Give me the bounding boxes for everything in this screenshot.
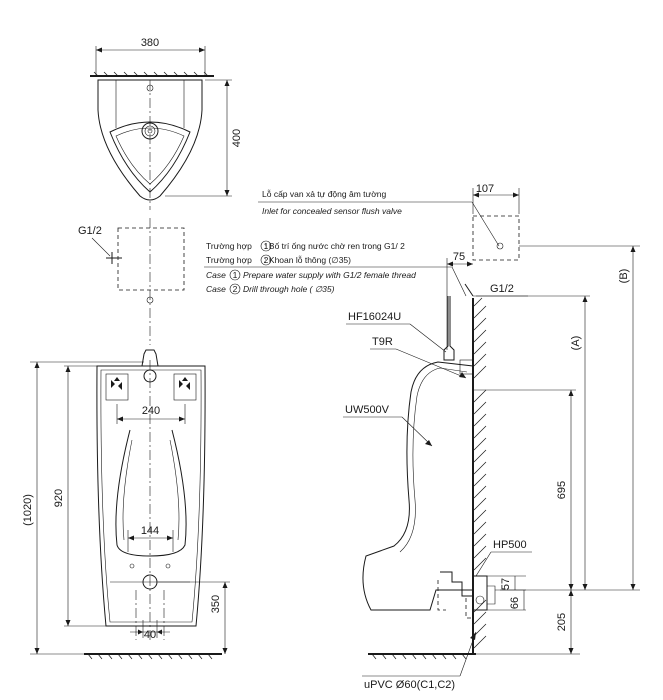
dim-57: 57 [500,578,512,590]
dim-400: 400 [231,129,243,147]
top-view-wall-hatch [93,71,209,77]
dim-144: 144 [141,525,159,537]
dim-695: 695 [556,481,568,499]
valve-pipe [443,296,455,361]
leader-uw500v [401,416,433,447]
dim-920: 920 [53,489,65,507]
note-inlet-leader [471,201,500,247]
note-case2-vi: Trường hợp : Khoan lỗ thông (∅35) [206,255,351,265]
note-case-leader [451,266,467,297]
pipe-label-upvc: uPVC Ø60(C1,C2) [364,679,455,691]
leader-hf16024u [409,323,447,353]
note-case2-en: Case : Drill through hole ( ∅35) [206,284,335,294]
case2-en-number: 2 [233,284,238,294]
trap-outline [440,571,473,597]
case2-vi-prefix: Trường hợp [206,255,254,265]
leader-hp500 [475,551,492,577]
note-case1-en: Case : Prepare water supply with G1/2 fe… [206,270,416,280]
inlet-g12-label: G1/2 [78,225,102,237]
note-inlet-vi: Lỗ cấp van xả tự động âm tường [262,189,386,199]
case2-en-text: : Drill through hole ( ∅35) [238,284,334,294]
dim-107: 107 [476,183,494,195]
flush-valve-box [117,227,185,291]
top-view: 380 400 [90,37,243,210]
urinal-side-outline [362,361,474,611]
urinal-bowl-inner [115,429,187,557]
note-inlet-en: Inlet for concealed sensor flush valve [262,206,402,216]
case1-vi-number: 1 [264,241,269,251]
top-view-bowl-inner [109,121,191,193]
side-view: 107 75 G1/2 HF16024U T9R UW500V HP500 [343,183,640,691]
dim-40: 40 [144,629,156,641]
top-view-bowl-outline [97,79,203,201]
case1-vi-prefix: Trường hợp [206,241,254,251]
side-valve-box [472,215,520,261]
front-view: G1/2 240 144 [22,218,230,660]
case2-en-prefix: Case [206,284,228,294]
case1-en-text: : Prepare water supply with G1/2 female … [238,270,416,280]
hp500-fitting [472,575,488,611]
notes: Lỗ cấp van xả tự động âm tường Inlet for… [204,189,500,297]
supply-stub [464,283,474,297]
side-inlet-point [496,242,504,250]
case2-vi-number: 2 [264,255,269,265]
note-case1-vi: Trường hợp : Bố trí ống nước chờ ren tro… [206,241,405,251]
left-bracket [105,373,129,401]
right-bracket [173,373,197,401]
case1-en-number: 1 [233,270,238,280]
dim-66: 66 [509,597,521,609]
side-floor-hatch [371,653,467,660]
dim-240: 240 [142,405,160,417]
dim-350: 350 [210,595,222,613]
case1-en-prefix: Case [206,270,228,280]
dim-a: (A) [570,336,582,351]
front-floor-hatch [87,653,213,660]
case1-vi-text: : Bố trí ống nước chờ ren trong G1/ 2 [264,241,405,251]
part-hp500: HP500 [493,539,527,551]
side-g12-label: G1/2 [490,283,514,295]
dim-205: 205 [556,613,568,631]
part-t9r: T9R [372,336,393,348]
part-hf16024u: HF16024U [348,311,401,323]
case2-vi-text: : Khoan lỗ thông (∅35) [264,255,351,265]
part-uw500v: UW500V [345,404,390,416]
dim-1020: (1020) [22,494,34,526]
dim-75: 75 [453,251,465,263]
dim-380: 380 [141,37,159,49]
side-wall-hatch [473,297,487,649]
dim-b: (B) [618,269,630,284]
urinal-body-outline [96,365,206,627]
